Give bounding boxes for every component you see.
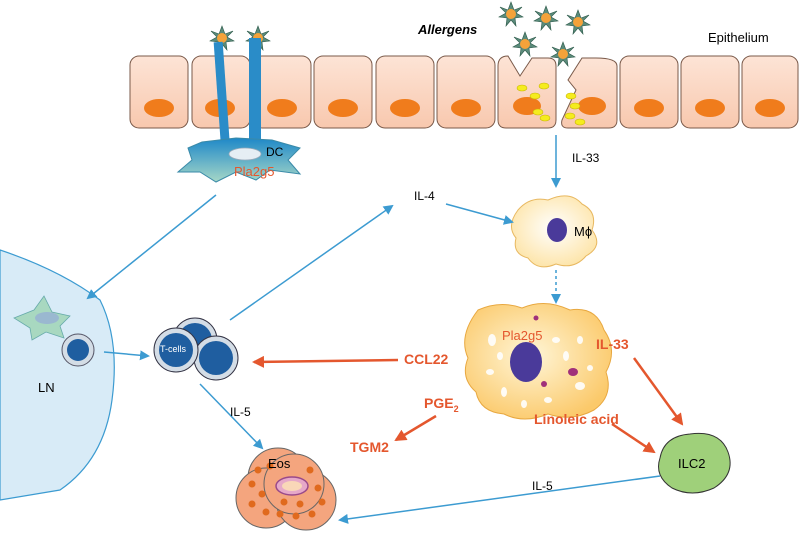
pge2-label: PGE2 bbox=[424, 395, 459, 414]
ilc2-label: ILC2 bbox=[678, 456, 705, 471]
ccl22-label: CCL22 bbox=[404, 351, 449, 367]
allergen-icon bbox=[498, 1, 524, 27]
arrow-il4-to-mac bbox=[445, 203, 514, 225]
pla2g5-dc-label: Pla2g5 bbox=[234, 164, 274, 179]
orange-arrows bbox=[252, 355, 684, 454]
macrophage-nucleus bbox=[547, 218, 567, 242]
cell-nucleus bbox=[390, 99, 420, 117]
pla2g5-mac-label: Pla2g5 bbox=[502, 328, 542, 343]
macrophage-resting bbox=[511, 195, 598, 268]
lymph-node bbox=[0, 249, 115, 501]
tgm2-label: TGM2 bbox=[350, 439, 389, 455]
epithelial-cell bbox=[252, 55, 312, 129]
linoleic-acid-label: Linoleic acid bbox=[534, 411, 619, 427]
epithelial-cell bbox=[375, 55, 435, 129]
cell-nucleus bbox=[328, 99, 358, 117]
epithelial-cell bbox=[129, 55, 189, 129]
cell-nucleus bbox=[144, 99, 174, 117]
dc-label: DC bbox=[266, 145, 284, 159]
il4-label: IL-4 bbox=[414, 189, 435, 203]
cell-nucleus bbox=[695, 99, 725, 117]
epithelial-cell bbox=[680, 55, 740, 129]
arrow-linoleic-to-ilc2 bbox=[611, 422, 656, 454]
epithelial-cell bbox=[436, 55, 496, 129]
arrow-il33-to-ilc2 bbox=[632, 357, 684, 426]
ln-label: LN bbox=[38, 380, 55, 395]
epithelial-cell bbox=[619, 55, 679, 129]
il33-epi-label: IL-33 bbox=[572, 151, 600, 165]
macrophage-activated bbox=[464, 303, 612, 420]
epithelial-cell bbox=[313, 55, 373, 129]
arrow-tcells-to-il4 bbox=[229, 204, 394, 321]
il5-tcell-label: IL-5 bbox=[230, 405, 251, 419]
epithelial-cell bbox=[741, 55, 799, 129]
allergen-particles bbox=[209, 1, 591, 67]
cell-nucleus bbox=[634, 99, 664, 117]
cell-nucleus bbox=[451, 99, 481, 117]
allergen-icon bbox=[533, 5, 559, 31]
il5-ilc2-label: IL-5 bbox=[532, 479, 553, 493]
dc-nucleus bbox=[228, 147, 262, 161]
dendritic-cell bbox=[176, 38, 302, 183]
epithelium-layer bbox=[129, 55, 799, 129]
t-cells bbox=[153, 317, 239, 381]
macrophage-label: Mϕ bbox=[574, 224, 592, 239]
macrophage-nucleus bbox=[510, 342, 542, 382]
eos-label: Eos bbox=[268, 456, 291, 471]
arrow-ln-to-tcells bbox=[103, 350, 150, 361]
arrow-tcells-to-eos bbox=[199, 383, 264, 450]
tcells-label: T-cells bbox=[160, 344, 187, 354]
allergen-icon bbox=[550, 41, 576, 67]
cell-nucleus bbox=[578, 97, 606, 115]
cell-nucleus bbox=[755, 99, 785, 117]
arrow-ccl22-to-tcells bbox=[252, 355, 399, 368]
arrow-dc-to-ln bbox=[86, 194, 217, 300]
allergen-icon bbox=[512, 31, 538, 57]
eosinophils bbox=[235, 447, 337, 531]
allergens-label: Allergens bbox=[417, 22, 477, 37]
arrow-pge2-to-tgm2 bbox=[394, 414, 437, 442]
ilc2-cell bbox=[658, 432, 731, 494]
arrow-ilc2-to-eos bbox=[338, 475, 661, 524]
blue-arrows bbox=[86, 135, 661, 524]
labels: Allergens Epithelium DC Pla2g5 IL-33 IL-… bbox=[38, 22, 769, 493]
cell-nucleus bbox=[267, 99, 297, 117]
epithelium-label: Epithelium bbox=[708, 30, 769, 45]
il33-mac-label: IL-33 bbox=[596, 336, 629, 352]
allergen-icon bbox=[565, 9, 591, 35]
released-vesicles bbox=[516, 82, 586, 126]
